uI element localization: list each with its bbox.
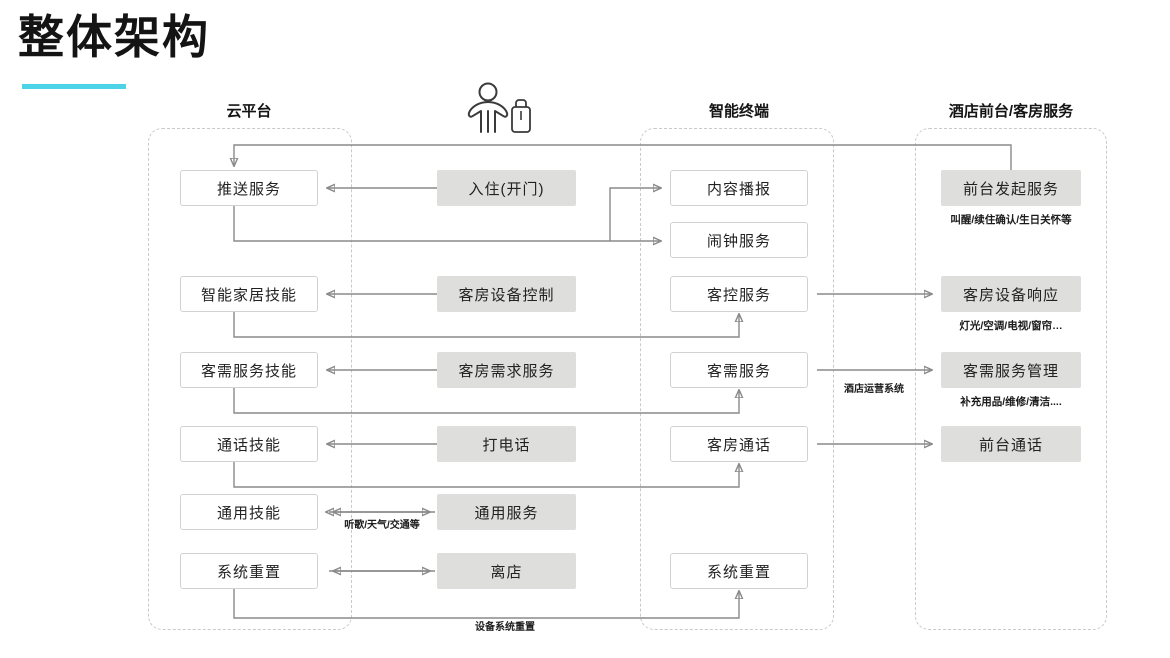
box-hotel-frontdesk-initiated-service[interactable]: 前台发起服务 bbox=[941, 170, 1081, 206]
box-terminal-system-reset[interactable]: 系统重置 bbox=[670, 553, 808, 589]
caption-guest-service-management: 补充用品/维修/清洁.... bbox=[960, 396, 1062, 408]
box-hotel-guest-service-management[interactable]: 客需服务管理 bbox=[941, 352, 1081, 388]
column-header-terminal: 智能终端 bbox=[708, 103, 770, 120]
caption-frontdesk-initiated-service: 叫醒/续住确认/生日关怀等 bbox=[950, 214, 1072, 226]
edge-label-hotel-ops-system: 酒店运营系统 bbox=[844, 384, 904, 395]
box-cloud-guest-service-skill[interactable]: 客需服务技能 bbox=[180, 352, 318, 388]
box-terminal-content-broadcast[interactable]: 内容播报 bbox=[670, 170, 808, 206]
box-cloud-push-service[interactable]: 推送服务 bbox=[180, 170, 318, 206]
box-terminal-room-control-service[interactable]: 客控服务 bbox=[670, 276, 808, 312]
box-hotel-room-device-response[interactable]: 客房设备响应 bbox=[941, 276, 1081, 312]
box-terminal-room-call[interactable]: 客房通话 bbox=[670, 426, 808, 462]
box-guest-checkin-open-door[interactable]: 入住(开门) bbox=[437, 170, 576, 206]
lane-hotel bbox=[915, 128, 1107, 630]
column-header-hotel: 酒店前台/客房服务 bbox=[948, 103, 1074, 120]
edge-label-general-topics: 听歌/天气/交通等 bbox=[344, 520, 420, 531]
box-guest-checkout[interactable]: 离店 bbox=[437, 553, 576, 589]
box-guest-general-service[interactable]: 通用服务 bbox=[437, 494, 576, 530]
caption-room-device-response: 灯光/空调/电视/窗帘… bbox=[959, 320, 1063, 332]
box-terminal-guest-demand-service[interactable]: 客需服务 bbox=[670, 352, 808, 388]
box-guest-room-demand-service[interactable]: 客房需求服务 bbox=[437, 352, 576, 388]
title-underline bbox=[22, 84, 126, 89]
page-title: 整体架构 bbox=[18, 11, 210, 63]
box-cloud-call-skill[interactable]: 通话技能 bbox=[180, 426, 318, 462]
column-header-cloud: 云平台 bbox=[226, 103, 272, 120]
box-guest-make-phone-call[interactable]: 打电话 bbox=[437, 426, 576, 462]
box-guest-room-device-control[interactable]: 客房设备控制 bbox=[437, 276, 576, 312]
box-cloud-system-reset[interactable]: 系统重置 bbox=[180, 553, 318, 589]
person-with-luggage-icon bbox=[466, 82, 536, 142]
box-cloud-smart-home-skill[interactable]: 智能家居技能 bbox=[180, 276, 318, 312]
lane-cloud bbox=[148, 128, 352, 630]
box-cloud-general-skill[interactable]: 通用技能 bbox=[180, 494, 318, 530]
box-terminal-alarm-service[interactable]: 闹钟服务 bbox=[670, 222, 808, 258]
lane-terminal bbox=[640, 128, 834, 630]
box-hotel-frontdesk-call[interactable]: 前台通话 bbox=[941, 426, 1081, 462]
edge-label-device-system-reset: 设备系统重置 bbox=[475, 622, 535, 633]
